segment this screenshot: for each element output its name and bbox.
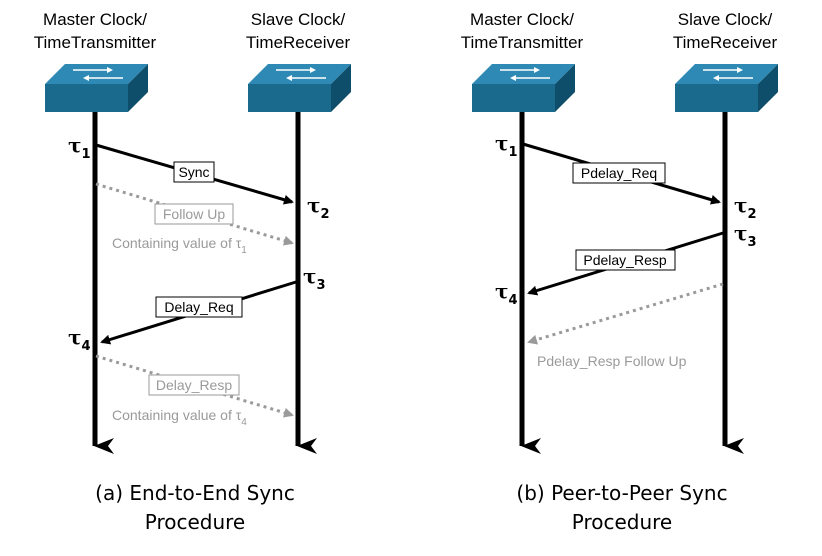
panel-b-tau4: τ4 <box>495 279 518 308</box>
panel-a-sync-box <box>173 161 215 183</box>
panel-a-containing-tau1-text: Containing value of τ1 <box>112 235 247 256</box>
panel-b-caption-line1: (b) Peer-to-Peer Sync <box>516 481 727 505</box>
panel-a-delay-resp-label: Delay_Resp <box>156 377 232 393</box>
panel-b-pdelay-req-label: Pdelay_Req <box>581 165 657 181</box>
panel-a-right-node-label-line1: Slave Clock/ <box>251 10 346 29</box>
panel-b-pdelay-resp-box <box>575 249 676 271</box>
panel-a-follow-up-label: Follow Up <box>163 206 225 222</box>
panel-a-containing-tau4-text: Containing value of τ4 <box>112 407 247 428</box>
panel-b-tau3: τ3 <box>734 221 757 250</box>
panel-a-delay-resp-box <box>148 374 240 396</box>
switch-icon <box>472 64 575 112</box>
panel-a-right-node-label-line2: TimeReceiver <box>246 33 351 52</box>
switch-icon <box>675 64 778 112</box>
panel-b-pdelay-req-box <box>572 162 666 184</box>
panel-a-end-to-end: Master Clock/ TimeTransmitter Slave Cloc… <box>34 10 351 534</box>
panel-b-right-node-label-line2: TimeReceiver <box>673 33 778 52</box>
panel-b-pdelay-resp-follow-up-arrow <box>527 282 724 345</box>
panel-b-caption-line2: Procedure <box>572 510 673 534</box>
panel-a-delay-req-label: Delay_Req <box>164 299 233 315</box>
panel-a-left-node-label-line2: TimeTransmitter <box>34 33 157 52</box>
panel-b-peer-to-peer: Master Clock/ TimeTransmitter Slave Cloc… <box>461 10 778 534</box>
panel-a-tau3: τ3 <box>303 264 326 293</box>
panel-b-pdelay-resp-label: Pdelay_Resp <box>583 252 666 268</box>
panel-a-caption-line2: Procedure <box>145 510 246 534</box>
panel-a-caption-line1: (a) End-to-End Sync <box>95 481 295 505</box>
panel-a-tau4: τ4 <box>68 325 91 354</box>
panel-b-left-node-label-line1: Master Clock/ <box>470 10 574 29</box>
panel-a-tau2: τ2 <box>307 193 330 222</box>
panel-a-delay-req-box <box>155 296 243 318</box>
panel-b-tau2: τ2 <box>734 193 757 222</box>
panel-b-left-node-label-line2: TimeTransmitter <box>461 33 584 52</box>
panel-b-pdelay-resp-follow-up-label: Pdelay_Resp Follow Up <box>537 353 687 369</box>
panel-a-follow-up-arrow <box>95 182 294 246</box>
switch-icon <box>45 64 148 112</box>
panel-a-follow-up-box <box>154 203 234 225</box>
panel-b-right-node-label-line1: Slave Clock/ <box>678 10 773 29</box>
switch-icon <box>248 64 351 112</box>
panel-b-tau1: τ1 <box>495 131 518 160</box>
panel-a-tau1: τ1 <box>68 133 91 162</box>
panel-a-left-node-label-line1: Master Clock/ <box>43 10 147 29</box>
panel-a-delay-resp-arrow <box>95 354 294 418</box>
panel-a-sync-label: Sync <box>178 164 209 180</box>
